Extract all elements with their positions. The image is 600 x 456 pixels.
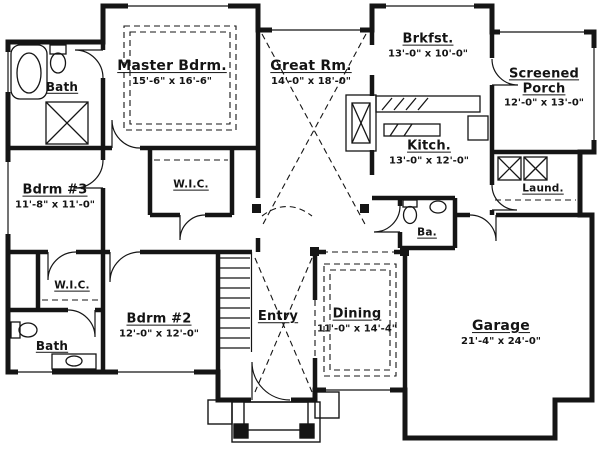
refrigerator <box>467 115 489 141</box>
porch-post <box>233 423 249 439</box>
windows <box>4 2 598 394</box>
columns <box>252 204 409 256</box>
exterior-walls <box>5 3 597 441</box>
toilet <box>49 44 67 55</box>
vanity <box>51 353 97 370</box>
front-stoop <box>207 391 340 443</box>
doors <box>47 49 519 401</box>
shower <box>45 101 89 145</box>
toilet <box>10 321 21 339</box>
fireplace <box>345 94 377 152</box>
sink <box>429 200 447 214</box>
bathtub <box>10 44 48 100</box>
porch-post <box>299 423 315 439</box>
washer <box>497 156 522 181</box>
interior-walls <box>8 6 592 400</box>
dryer <box>523 156 548 181</box>
stairs <box>220 252 253 352</box>
fixtures <box>10 44 548 370</box>
front-door-gap <box>251 395 291 405</box>
ceiling-dashes <box>42 25 576 393</box>
